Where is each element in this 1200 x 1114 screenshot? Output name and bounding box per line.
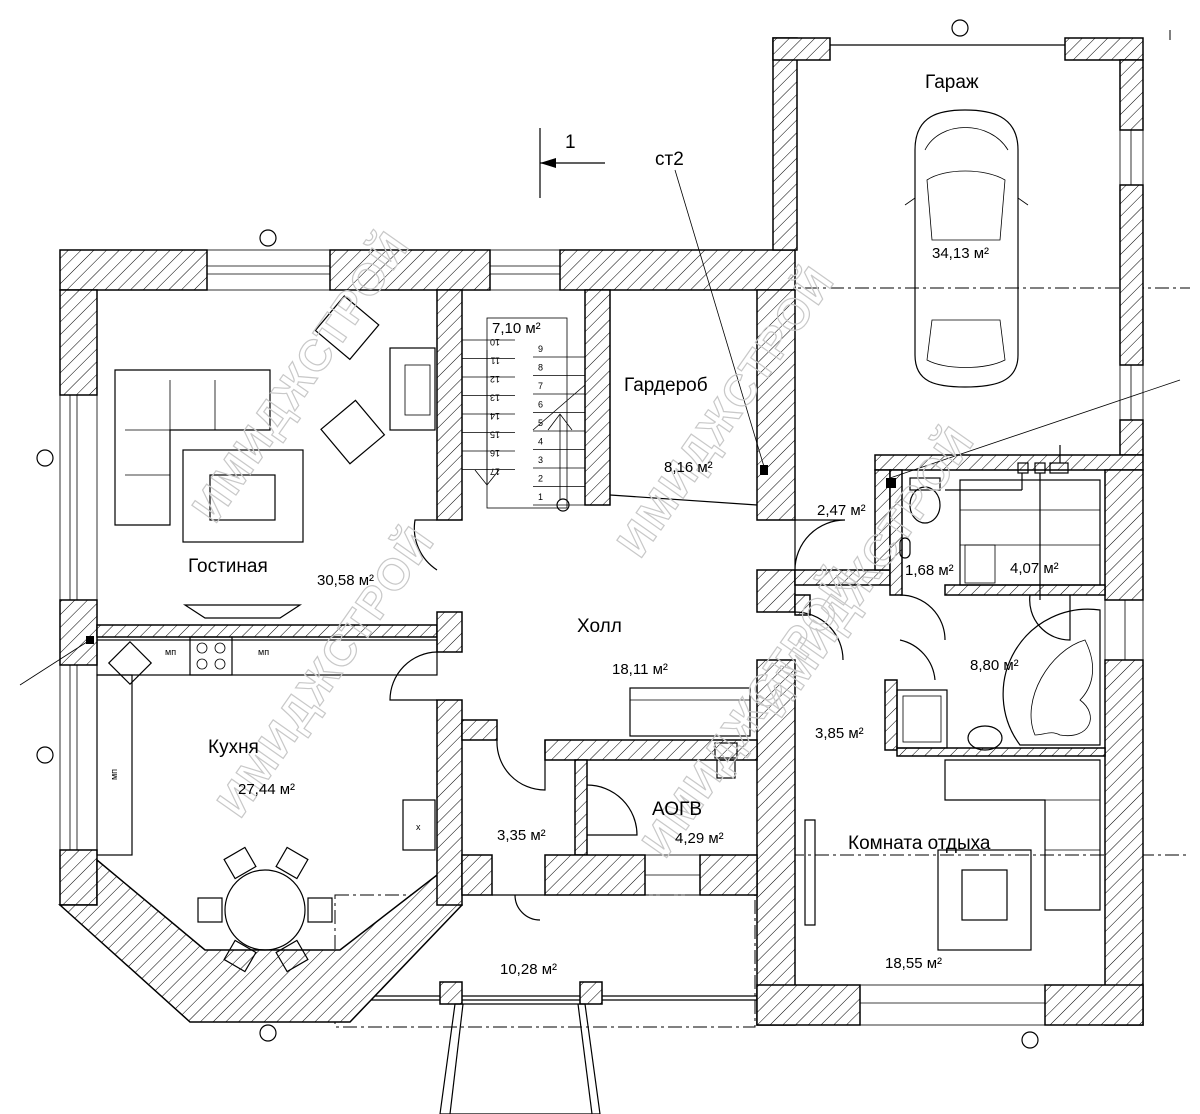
stair-step-number: 16 — [490, 448, 500, 458]
vestibule-area: 3,35 м² — [497, 827, 546, 844]
living-name: Гостиная — [188, 556, 268, 577]
kitchen-area: 27,44 м² — [238, 781, 295, 798]
stair-step-number: 3 — [538, 455, 543, 465]
wc-area: 1,68 м² — [905, 562, 954, 579]
stove — [189, 636, 233, 676]
furniture — [96, 109, 1101, 973]
svg-text:ИМИДЖСТРОЙ: ИМИДЖСТРОЙ — [606, 256, 844, 565]
kitchen-name: Кухня — [208, 737, 259, 758]
dining-table — [224, 869, 306, 951]
svg-text:ИМИДЖСТРОЙ: ИМИДЖСТРОЙ — [181, 221, 419, 530]
wardrobe-name: Гардероб — [624, 375, 708, 396]
stair-step-number: 6 — [538, 400, 543, 410]
section-mark: 1 — [565, 132, 576, 153]
armchair — [320, 399, 386, 465]
boiler-area: 4,29 м² — [675, 830, 724, 847]
laundry-area: 4,07 м² — [1010, 560, 1059, 577]
stair-step-number: 1 — [538, 492, 543, 502]
porch-area: 10,28 м² — [500, 961, 557, 978]
riser-label: ст2 — [655, 149, 684, 170]
porch — [334, 894, 757, 1114]
stair-step-number: 10 — [490, 337, 500, 347]
boiler-name: АОГВ — [652, 799, 702, 820]
svg-text:мп: мп — [109, 769, 119, 780]
svg-text:мп: мп — [165, 647, 176, 657]
stair-step-number: 17 — [490, 467, 500, 477]
hall-name: Холл — [577, 616, 622, 637]
stair-step-number: 14 — [490, 411, 500, 421]
stair-step-number: 4 — [538, 437, 543, 447]
garage-name: Гараж — [925, 72, 979, 93]
stair-step-number: 2 — [538, 474, 543, 484]
hall-area: 18,11 м² — [612, 661, 668, 678]
stairs-area: 7,10 м² — [492, 320, 541, 337]
coffee-table — [209, 474, 276, 521]
stair-step-number: 11 — [491, 356, 500, 366]
lobby-area: 3,85 м² — [815, 725, 864, 742]
svg-text:х: х — [416, 822, 421, 832]
doors — [389, 494, 1071, 926]
lounge-area: 18,55 м² — [885, 955, 942, 972]
svg-text:мп: мп — [258, 647, 269, 657]
stair-step-number: 8 — [538, 363, 543, 373]
corridor-area: 2,47 м² — [817, 502, 866, 519]
labels: 1 ст2 Гараж 34,13 м² Гостиная 30,58 м² 7… — [109, 72, 1059, 978]
stair-step-number: 12 — [490, 374, 500, 384]
car-icon — [904, 109, 1029, 388]
tv-stand — [182, 604, 303, 619]
wardrobe-area: 8,16 м² — [664, 459, 713, 476]
stair-step-number: 9 — [538, 344, 543, 354]
axis-markers — [36, 19, 1039, 1049]
garage-area: 34,13 м² — [932, 245, 989, 262]
walls — [58, 37, 1144, 1026]
windows — [59, 44, 1144, 1026]
fireplace — [389, 347, 436, 431]
stair-step-number: 15 — [490, 430, 500, 440]
stair-step-number: 13 — [490, 393, 500, 403]
armchair — [314, 295, 380, 361]
stair-step-number: 7 — [538, 381, 543, 391]
sink — [107, 640, 153, 686]
rug — [182, 449, 304, 543]
lounge-name: Комната отдыха — [848, 833, 991, 854]
living-area: 30,58 м² — [317, 572, 374, 589]
fridge — [402, 799, 436, 851]
bathroom-area: 8,80 м² — [970, 657, 1019, 674]
annotations — [19, 128, 1181, 686]
